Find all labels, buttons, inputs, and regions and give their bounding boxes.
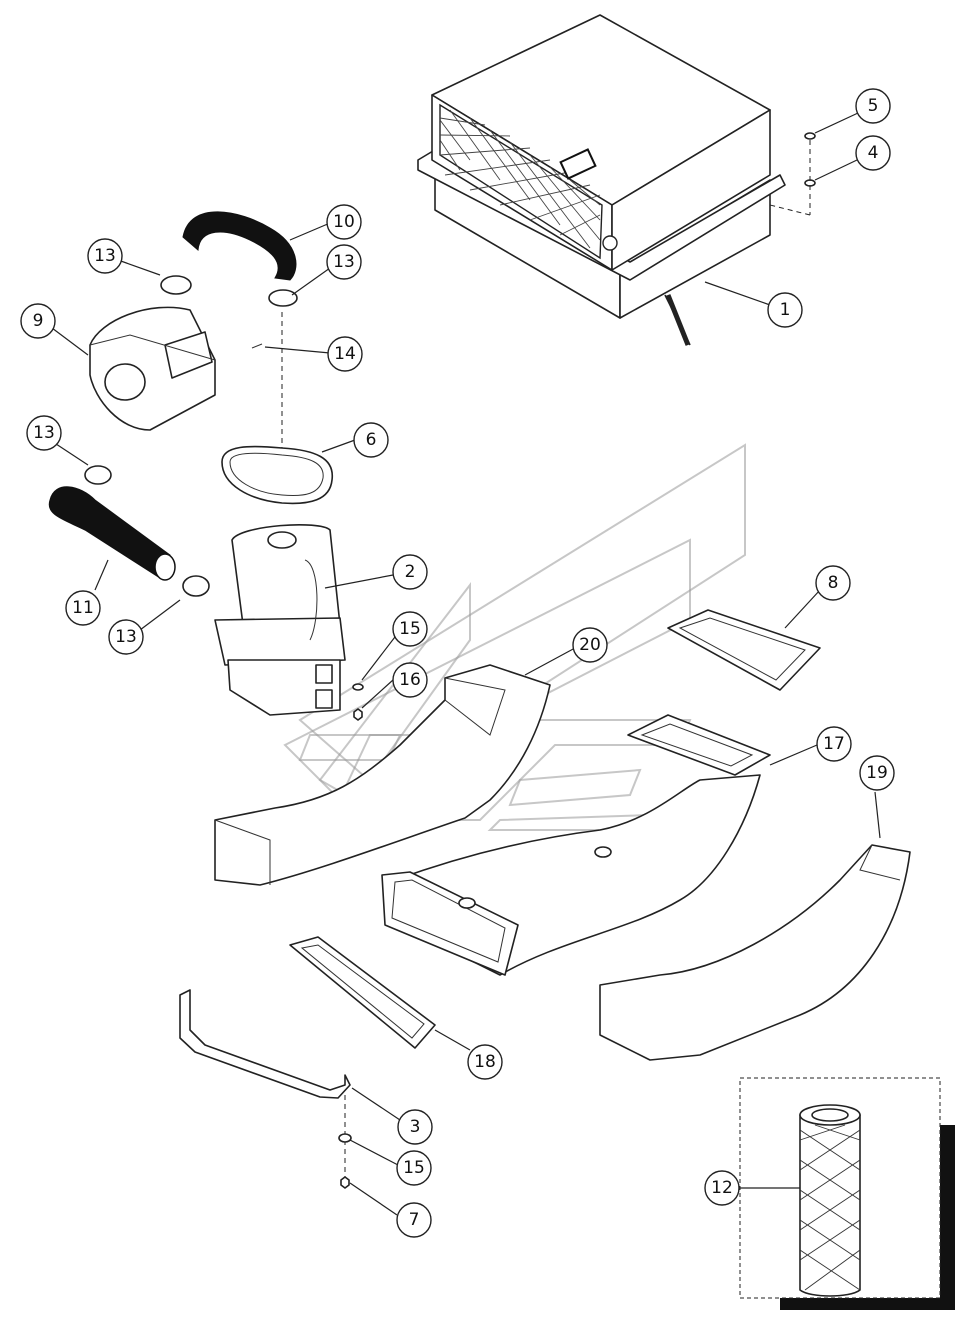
gasket-frame-part-8 [667,609,821,691]
air-duct-part-19 [599,844,911,1061]
callout-20: 20 [572,627,608,663]
fastener-4-5 [769,132,816,216]
svg-text:18: 18 [474,1052,496,1072]
svg-text:8: 8 [828,573,839,593]
svg-text:1: 1 [780,300,791,320]
callout-2: 2 [392,554,428,590]
callout-4: 4 [855,135,891,171]
callout-11: 11 [65,590,101,626]
svg-text:6: 6 [366,430,377,450]
callout-13: 13 [108,619,144,655]
support-bracket-part-3 [179,989,351,1185]
callout-16: 16 [392,662,428,698]
callout-3: 3 [397,1109,433,1145]
lower-hose-part-11 [48,486,171,579]
svg-text:13: 13 [33,423,55,443]
callout-7: 7 [396,1202,432,1238]
svg-text:13: 13 [333,252,355,272]
callout-13: 13 [326,244,362,280]
svg-text:11: 11 [72,598,94,618]
frame-gasket-part-18 [289,936,436,1049]
callout-13: 13 [87,238,123,274]
svg-text:15: 15 [399,619,421,639]
hose-clamps-13 [84,275,298,597]
callout-19: 19 [859,755,895,791]
fastener-15-16 [352,683,364,721]
center-duct-part-17 [381,714,771,976]
callout-6: 6 [353,422,389,458]
svg-text:10: 10 [333,212,355,232]
svg-text:12: 12 [711,1178,733,1198]
blower-unit-part-2 [214,524,346,716]
filter-mesh [799,1124,861,1291]
callout-17: 17 [816,726,852,762]
callout-10: 10 [326,204,362,240]
svg-text:7: 7 [409,1210,420,1230]
svg-text:13: 13 [94,246,116,266]
svg-text:9: 9 [33,311,44,331]
svg-text:5: 5 [868,96,879,116]
svg-text:2: 2 [405,562,416,582]
callout-15: 15 [396,1150,432,1186]
svg-text:14: 14 [334,344,356,364]
callout-12: 12 [704,1170,740,1206]
svg-text:16: 16 [399,670,421,690]
svg-text:13: 13 [115,627,137,647]
upper-hose-part-10 [182,211,297,281]
filter-grille-mesh [439,109,601,249]
callout-18: 18 [467,1044,503,1080]
svg-text:19: 19 [866,763,888,783]
callout-15: 15 [392,611,428,647]
callout-13: 13 [26,415,62,451]
gasket-part-6 [221,445,333,505]
svg-text:4: 4 [868,143,879,163]
air-duct-part-20 [214,664,551,886]
callout-14: 14 [327,336,363,372]
callout-5: 5 [855,88,891,124]
callout-9: 9 [20,303,56,339]
svg-text:17: 17 [823,734,845,754]
svg-text:20: 20 [579,635,601,655]
callout-1: 1 [767,292,803,328]
callout-8: 8 [815,565,851,601]
filter-inset-part-12 [739,1077,955,1310]
heater-unit-part-1 [417,14,786,346]
blower-housing-part-9 [89,306,216,431]
svg-text:3: 3 [410,1117,421,1137]
screw-part-14 [251,343,263,349]
fastener-15-7 [338,1133,352,1189]
watermark-logo [283,443,746,831]
svg-text:15: 15 [403,1158,425,1178]
